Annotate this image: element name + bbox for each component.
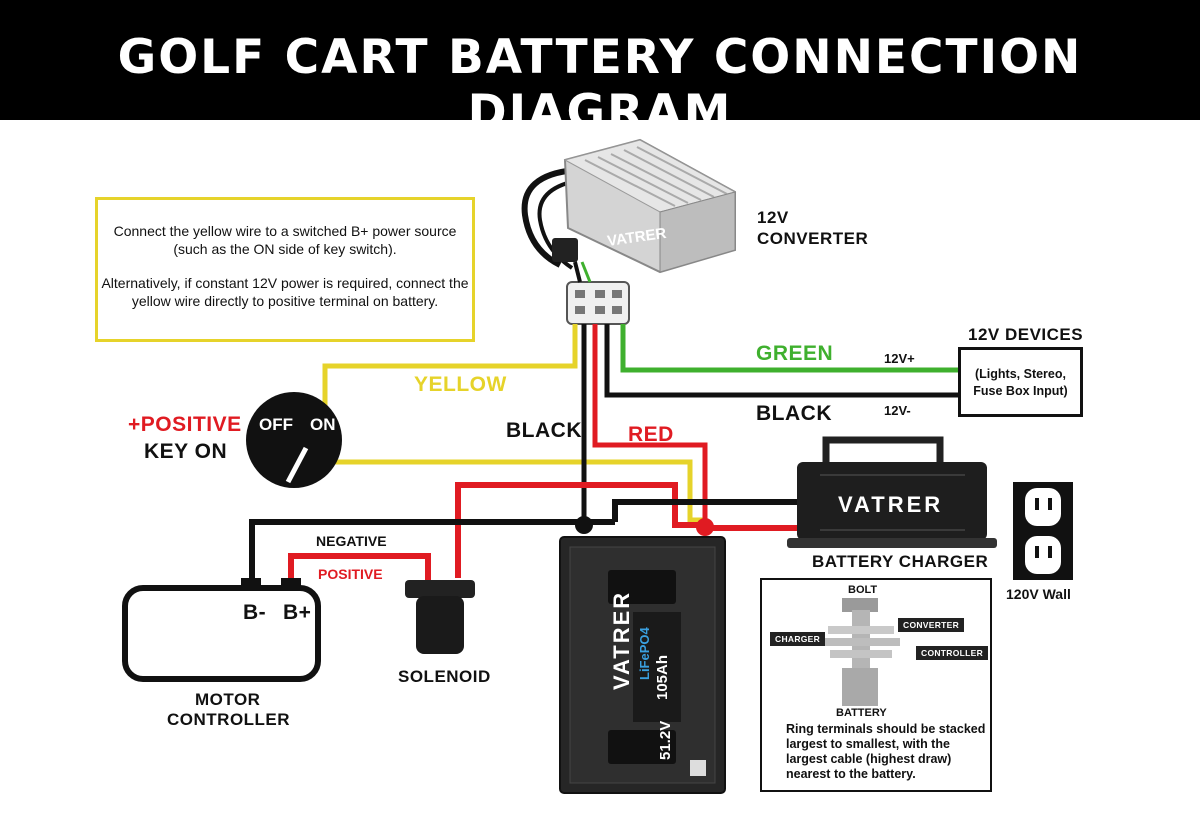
battery-charger — [787, 436, 997, 548]
key-switch — [246, 392, 342, 488]
note-paragraph-2: Alternatively, if constant 12V power is … — [101, 275, 469, 309]
converter-unit: VATRER — [521, 138, 737, 274]
red-converter-wire — [592, 324, 708, 528]
harness-connector — [566, 261, 630, 325]
bolt-stack-illustration — [820, 598, 900, 706]
header-bar: GOLF CART BATTERY CONNECTION DIAGRAM — [0, 0, 1200, 140]
inset-panel — [760, 578, 992, 792]
battery-capacity: 105Ah — [654, 654, 671, 700]
devices-pos-label: 12V+ — [884, 351, 915, 366]
converter-label-2: CONVERTER — [757, 229, 869, 248]
black-charger-wire — [612, 499, 800, 522]
black-negative-wire — [249, 519, 615, 582]
key-positive-label: +POSITIVE — [128, 413, 242, 436]
inset-bolt-label: BOLT — [848, 584, 878, 596]
battery-negative-terminal — [575, 516, 593, 534]
wire-label-green: GREEN — [756, 342, 834, 365]
wire-label-negative: NEGATIVE — [316, 533, 387, 549]
yellow-key-wire — [322, 324, 578, 410]
devices-title: 12V DEVICES — [968, 325, 1084, 344]
inset-charger-tag: CHARGER — [770, 632, 826, 646]
inset-converter-tag: CONVERTER — [898, 618, 965, 632]
wire-label-black-mid: BLACK — [506, 419, 582, 442]
inset-description: Ring terminals should be stacked largest… — [786, 722, 986, 781]
key-on-text: ON — [310, 415, 336, 434]
wire-label-black-top: BLACK — [756, 402, 832, 425]
motor-controller-label-1: MOTOR — [195, 690, 261, 709]
red-solenoid-wire — [455, 482, 705, 578]
battery-pack — [559, 536, 726, 794]
battery-chem: LiFePO4 — [637, 627, 652, 680]
devices-neg-label: 12V- — [884, 403, 911, 418]
key-switch-lever — [285, 446, 309, 484]
wall-outlet — [1013, 482, 1073, 580]
battery-brand: VATRER — [609, 590, 634, 690]
wire-label-positive: POSITIVE — [318, 566, 383, 582]
solenoid — [405, 580, 475, 654]
charger-brand: VATRER — [838, 492, 944, 517]
devices-box: (Lights, Stereo, Fuse Box Input) — [958, 347, 1083, 417]
converter-label-1: 12V — [757, 208, 789, 227]
yellow-battery-wire — [325, 459, 705, 523]
battery-positive-terminal — [696, 518, 714, 536]
inset-controller-tag: CONTROLLER — [916, 646, 989, 660]
motor-controller-neg: B- — [243, 601, 267, 624]
motor-controller-label-2: CONTROLLER — [167, 710, 291, 729]
black-devices-wire — [604, 324, 958, 398]
charger-label: BATTERY CHARGER — [812, 552, 989, 571]
battery-voltage: 51.2V — [657, 720, 674, 760]
note-paragraph-1: Connect the yellow wire to a switched B+… — [113, 223, 457, 257]
red-positive-wire — [288, 553, 431, 582]
wall-label: 120V Wall — [1006, 586, 1071, 602]
instruction-note: Connect the yellow wire to a switched B+… — [95, 197, 475, 342]
motor-controller — [122, 585, 321, 682]
motor-controller-pos: B+ — [283, 601, 312, 624]
key-on-label: KEY ON — [144, 440, 228, 463]
key-off-text: OFF — [259, 415, 293, 434]
wire-label-red: RED — [628, 423, 674, 446]
green-wire — [620, 324, 958, 373]
solenoid-label: SOLENOID — [398, 667, 491, 686]
page-title: GOLF CART BATTERY CONNECTION DIAGRAM — [117, 30, 1083, 140]
wire-label-yellow: YELLOW — [414, 373, 507, 396]
inset-battery-label: BATTERY — [836, 707, 887, 719]
